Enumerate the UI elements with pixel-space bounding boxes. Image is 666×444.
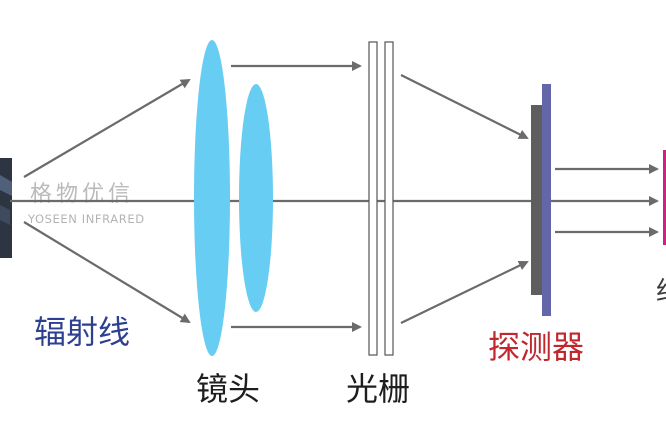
grating-plate-left [368,41,378,356]
detector-plate [542,84,551,316]
grating [368,41,394,356]
right-edge-accent-bar [663,150,666,245]
label-grating: 光栅 [346,370,410,408]
label-lens: 镜头 [196,370,260,408]
label-detector: 探测器 [488,328,584,366]
lens-group [194,40,273,356]
ray-lower-to-lens [23,221,191,324]
grating-plate-right [384,41,394,356]
lens-element-front [194,40,230,356]
detector [531,84,551,316]
watermark-brand-cn: 格物优信 [30,182,134,207]
detector-body [531,105,542,295]
ray-upper-to-lens [23,78,191,178]
right-edge-cutoff-label: 约 [656,277,666,307]
lens-element-rear [239,84,273,312]
label-radiation: 辐射线 [34,313,130,351]
ray-lower-to-detector [400,260,529,324]
watermark-brand-en: YOSEEN INFRARED [27,212,145,226]
radiation-source [0,158,12,258]
ray-upper-to-detector [400,74,529,139]
watermark: 格物优信 YOSEEN INFRARED [27,182,145,226]
